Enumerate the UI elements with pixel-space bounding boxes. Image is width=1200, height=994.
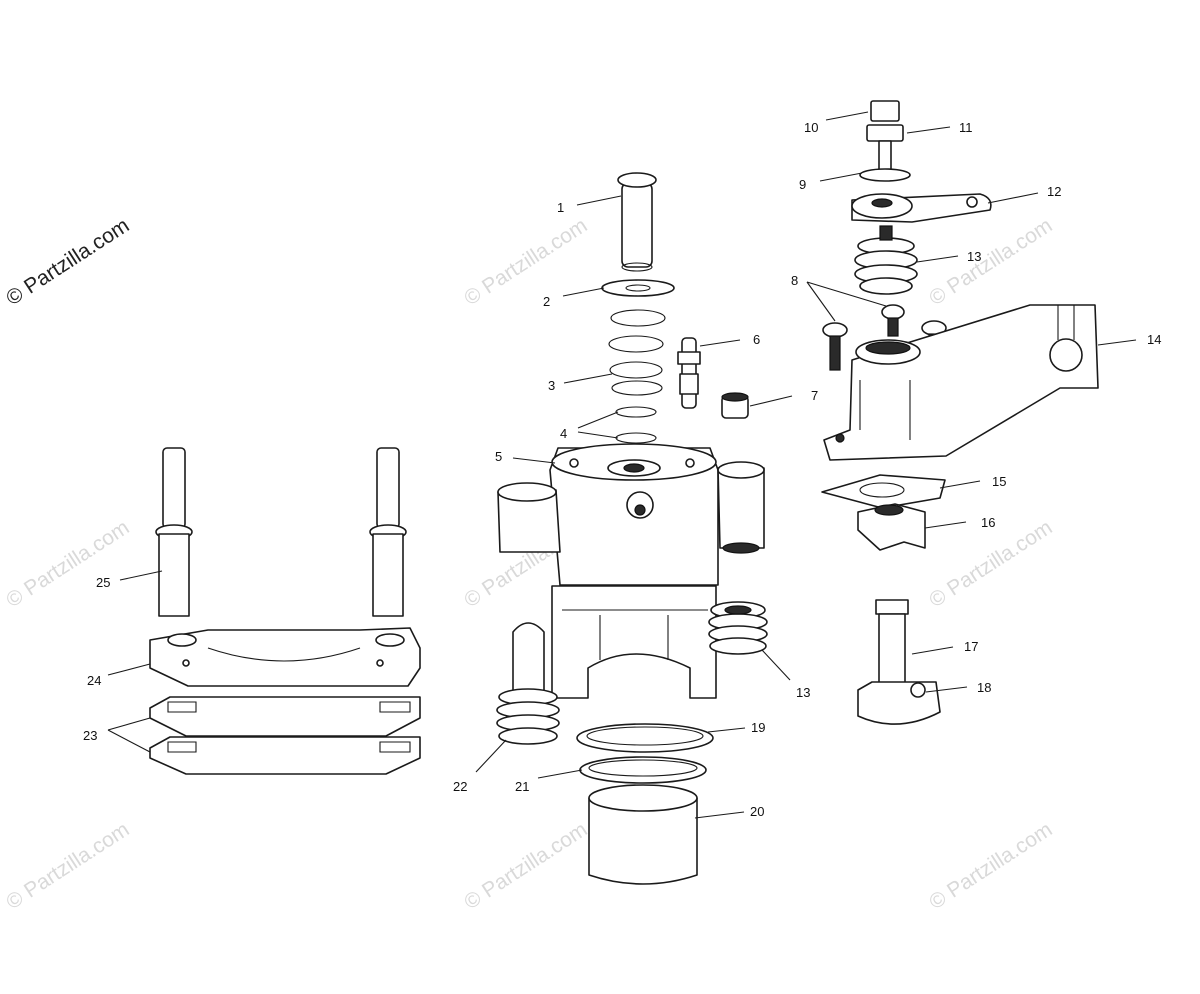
- callout-9: 9: [799, 177, 806, 192]
- callout-4: 4: [560, 426, 567, 441]
- part-5-caliper-body: [497, 443, 765, 699]
- part-7-cap: [721, 392, 749, 419]
- part-22-slide-pin: [496, 622, 560, 745]
- part-18-ball: [910, 682, 926, 698]
- callout-10: 10: [804, 120, 818, 135]
- part-13-boot-upper: [854, 225, 918, 295]
- callout-labels: 1 2 3 4 5 6 7 8 9 10 11 12 13 13 14 15 1…: [83, 120, 1161, 819]
- part-19-seal: [576, 723, 714, 753]
- callout-23: 23: [83, 728, 97, 743]
- watermark-main: © Partzilla.com: [2, 214, 133, 310]
- callout-3: 3: [548, 378, 555, 393]
- callout-2: 2: [543, 294, 550, 309]
- callout-19: 19: [751, 720, 765, 735]
- part-2-washer: [601, 279, 675, 297]
- watermark-faint: © Partzilla.com: [2, 516, 133, 612]
- part-25-pins: [155, 447, 407, 617]
- callout-17: 17: [964, 639, 978, 654]
- callout-20: 20: [750, 804, 764, 819]
- part-24-bracket: [149, 627, 421, 687]
- callout-13-upper: 13: [967, 249, 981, 264]
- part-13-boot-lower: [708, 601, 768, 655]
- part-15-gasket: [821, 474, 946, 509]
- callout-21: 21: [515, 779, 529, 794]
- part-4-o-rings: [615, 406, 657, 444]
- part-20-piston: [588, 784, 698, 885]
- part-9-washer: [859, 168, 911, 182]
- callout-16: 16: [981, 515, 995, 530]
- part-1-pin: [617, 172, 657, 272]
- part-10-nut: [870, 100, 900, 122]
- callout-5: 5: [495, 449, 502, 464]
- watermark-faint: © Partzilla.com: [925, 516, 1056, 612]
- callout-24: 24: [87, 673, 101, 688]
- callout-1: 1: [557, 200, 564, 215]
- watermark-faint: © Partzilla.com: [2, 818, 133, 914]
- callout-6: 6: [753, 332, 760, 347]
- watermark-faint: © Partzilla.com: [460, 214, 591, 310]
- callout-15: 15: [992, 474, 1006, 489]
- leader-lines: [107, 111, 1137, 819]
- watermark-faint: © Partzilla.com: [925, 818, 1056, 914]
- part-23-shims: [149, 696, 421, 775]
- callout-18: 18: [977, 680, 991, 695]
- part-3-spring: [608, 309, 666, 396]
- part-6-bleeder-valve: [677, 337, 701, 409]
- callout-14: 14: [1147, 332, 1161, 347]
- part-14-housing: [823, 304, 1099, 461]
- callout-8: 8: [791, 273, 798, 288]
- callout-12: 12: [1047, 184, 1061, 199]
- watermark-faint: © Partzilla.com: [925, 214, 1056, 310]
- part-16-actuator: [857, 503, 926, 551]
- part-12-lever-arm: [851, 193, 992, 223]
- callout-22: 22: [453, 779, 467, 794]
- part-21-seal: [579, 756, 707, 784]
- callout-11: 11: [959, 120, 973, 135]
- callout-25: 25: [96, 575, 110, 590]
- watermark-faint: © Partzilla.com: [460, 818, 591, 914]
- callout-7: 7: [811, 388, 818, 403]
- callout-13-lower: 13: [796, 685, 810, 700]
- part-17-cam-shaft: [857, 599, 941, 725]
